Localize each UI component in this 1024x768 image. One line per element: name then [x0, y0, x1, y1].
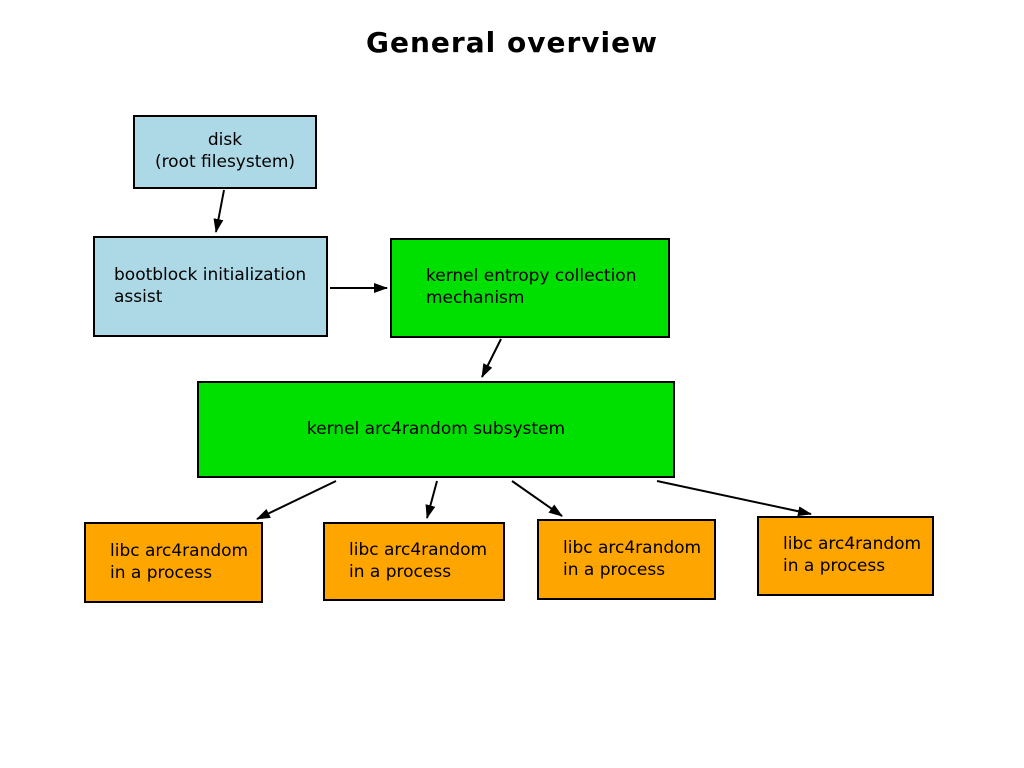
node-libc-arc4random-process-1: libc arc4random in a process [84, 522, 263, 603]
arrow-entropy-to-arc4 [481, 338, 502, 378]
arrow-arc4-to-libc1 [256, 480, 337, 520]
node-kernel-entropy-collection: kernel entropy collection mechanism [390, 238, 670, 338]
node-libc-arc4random-process-3: libc arc4random in a process [537, 519, 716, 600]
arrow-arc4-to-libc3 [511, 480, 563, 517]
arrow-disk-to-bootblock [213, 189, 225, 233]
page-title: General overview [366, 26, 658, 59]
node-kernel-arc4random-subsystem: kernel arc4random subsystem [197, 381, 675, 478]
node-disk: disk (root filesystem) [133, 115, 317, 189]
arrow-arc4-to-libc4 [656, 480, 812, 517]
node-libc-arc4random-process-4: libc arc4random in a process [757, 516, 934, 596]
node-libc-arc4random-process-2: libc arc4random in a process [323, 522, 505, 601]
arrow-arc4-to-libc2 [425, 480, 438, 519]
node-bootblock-initialization-assist: bootblock initialization assist [93, 236, 328, 337]
